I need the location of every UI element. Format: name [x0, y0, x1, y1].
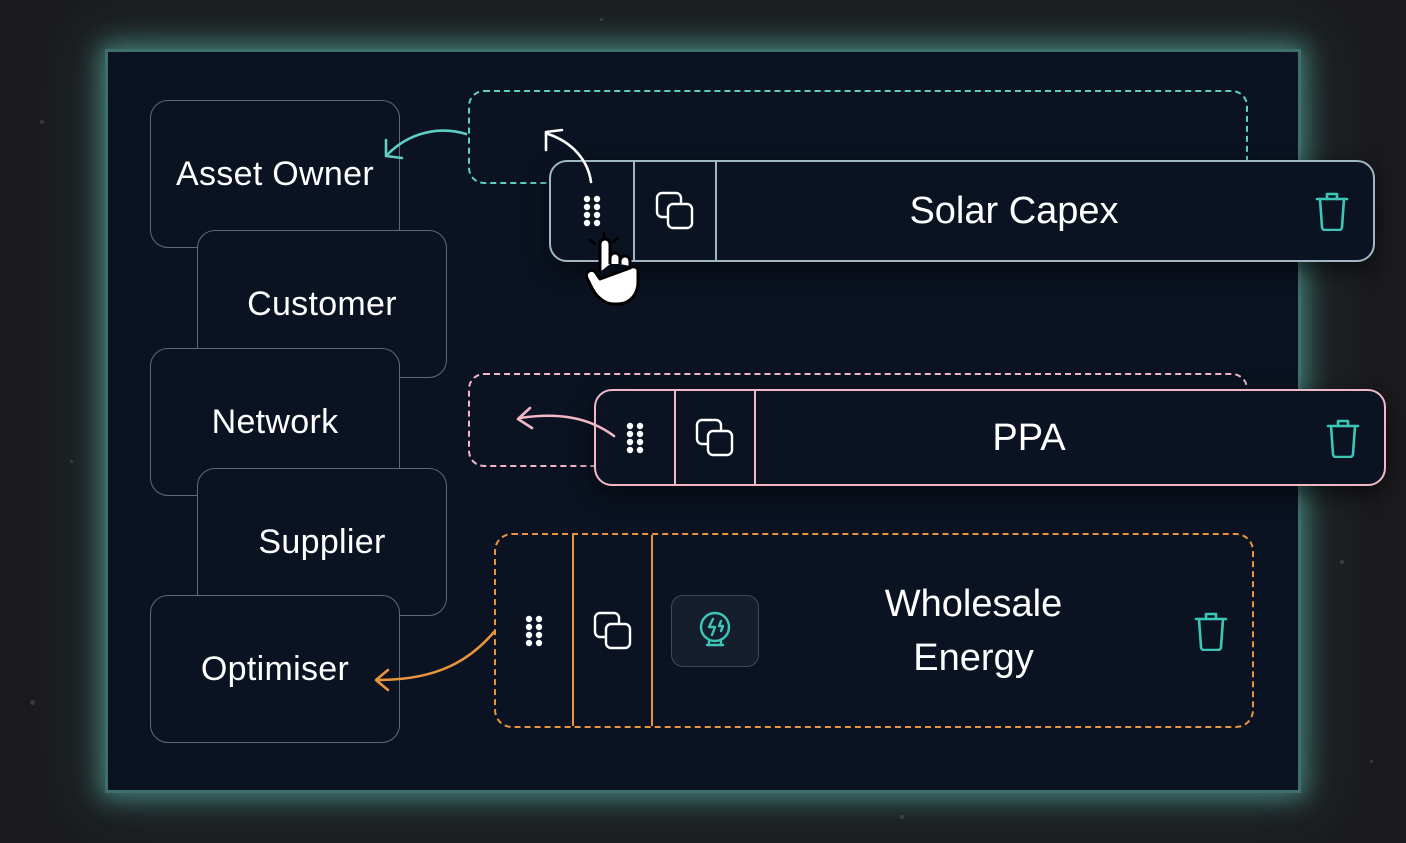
drag-handle-icon[interactable]: [551, 162, 635, 260]
trash-icon[interactable]: [1170, 535, 1252, 726]
card-title-line1: Wholesale: [884, 582, 1063, 625]
energy-icon-cell: [653, 535, 777, 726]
trash-icon[interactable]: [1302, 391, 1384, 484]
card-title: PPA: [992, 416, 1066, 459]
duplicate-icon[interactable]: [676, 391, 756, 484]
duplicate-icon[interactable]: [635, 162, 717, 260]
role-label: Asset Owner: [176, 155, 374, 193]
energy-globe-icon: [671, 594, 759, 667]
role-label: Network: [211, 403, 339, 441]
role-label: Customer: [247, 285, 397, 323]
duplicate-icon[interactable]: [574, 535, 653, 726]
ppa-card[interactable]: PPA: [594, 389, 1386, 486]
role-label: Optimiser: [200, 650, 350, 688]
trash-icon[interactable]: [1291, 162, 1373, 260]
card-title: Solar Capex: [909, 190, 1119, 232]
role-optimiser[interactable]: Optimiser: [150, 595, 400, 743]
solar-capex-card[interactable]: Solar Capex: [549, 160, 1375, 262]
drag-handle-icon[interactable]: [496, 535, 574, 726]
role-supplier[interactable]: Supplier: [197, 468, 447, 616]
role-label: Supplier: [258, 523, 386, 561]
card-title: Wholesale Energy: [777, 535, 1170, 726]
role-asset-owner[interactable]: Asset Owner: [150, 100, 400, 248]
wholesale-energy-card[interactable]: Wholesale Energy: [494, 533, 1254, 728]
drag-handle-icon[interactable]: [596, 391, 676, 484]
hand-pointer-icon: [584, 232, 640, 306]
card-title-line2: Energy: [913, 636, 1034, 679]
